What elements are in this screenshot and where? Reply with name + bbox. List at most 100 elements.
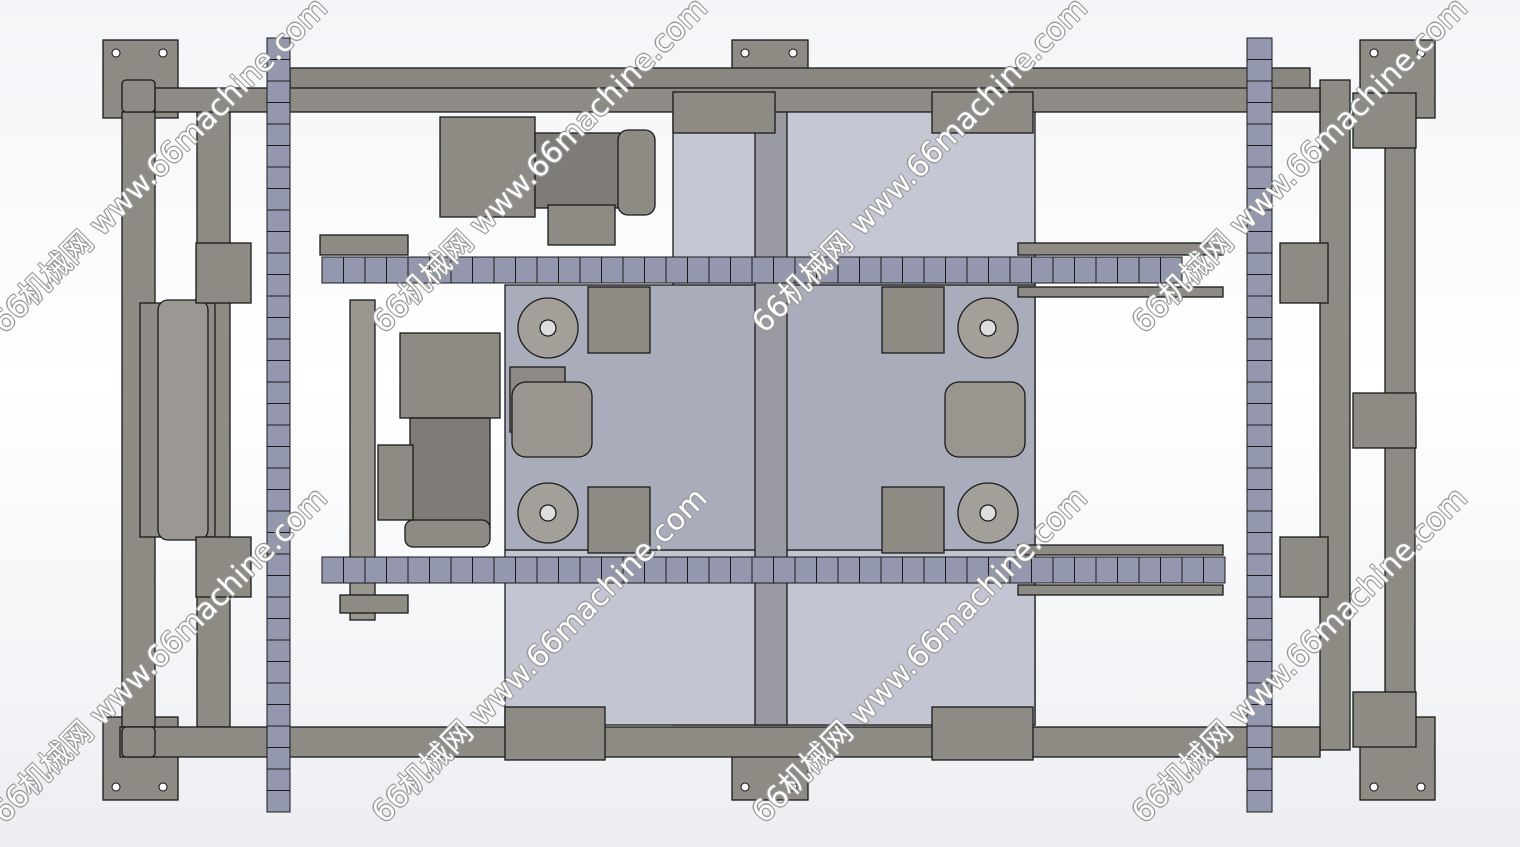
chain-link [1246,59,1273,82]
bolt-hole [740,48,750,58]
chain-link [558,556,581,584]
chain-link [837,556,860,584]
chain-link [859,256,882,284]
bracket [1279,536,1329,598]
chain-link [1074,256,1097,284]
chain-link [266,360,291,383]
chain-link [1052,556,1075,584]
chain-link [515,256,538,284]
chain-link [1246,145,1273,168]
chain-link [1117,556,1140,584]
chain-link [266,381,291,404]
wheel-hub [979,319,997,337]
chain-link [266,575,291,598]
motor-top-cap [617,129,656,216]
frame-corner-bl [121,726,156,758]
pad [504,706,606,761]
chain-link [1246,532,1273,555]
chain-link [1246,575,1273,598]
chain-link [1246,403,1273,426]
motor-top-box [547,204,616,246]
chain-link [266,295,291,318]
tension-arm [1017,286,1224,298]
chain-link [266,338,291,361]
bolt-hole [1369,48,1379,58]
motor-lower [409,417,491,529]
bolt-hole [1416,782,1426,792]
bracket [1352,92,1417,149]
chain-link [708,256,731,284]
chain-link [687,256,710,284]
chain-link [266,639,291,662]
frame-corner-tl [121,79,156,113]
chain-link [266,166,291,189]
chain-link [343,556,366,584]
chain-link [1181,556,1204,584]
bottom-beam [119,726,1321,758]
bolt-hole [1369,782,1379,792]
chain-link [266,467,291,490]
chain-link [1160,556,1183,584]
chain-link [1117,256,1140,284]
top-shaft [289,67,1311,91]
chain-link [1246,252,1273,275]
chain-link [880,556,903,584]
chain-link [730,256,753,284]
chain-link [1246,381,1273,404]
chain-link [266,145,291,168]
pad [672,91,776,134]
roller-body [157,299,209,541]
chain-link [266,446,291,469]
chain-link [579,256,602,284]
chain-link [945,256,968,284]
chain-link [1095,556,1118,584]
chain-link [1009,256,1032,284]
sprocket-housing [319,234,409,256]
chain-link [515,556,538,584]
chain-link [1031,256,1054,284]
chain-link [730,556,753,584]
chain-link [902,556,925,584]
chain-link [266,102,291,125]
chain-link [1138,256,1161,284]
tension-arm [1017,584,1224,596]
chain-link [1246,790,1273,813]
chain-link [266,188,291,211]
chain-link [266,209,291,232]
chain-link [1246,618,1273,641]
chain-link [1203,556,1226,584]
gearbox-top [439,116,536,218]
bolt-hole [788,782,798,792]
chain-link [536,256,559,284]
chain-link [407,556,430,584]
chain-link [1246,338,1273,361]
chain-link [773,556,796,584]
chain-link [708,556,731,584]
chain-link [945,556,968,584]
chain-link [1246,639,1273,662]
chain-link [1138,556,1161,584]
tension-arm [1017,242,1224,256]
chain-link [266,618,291,641]
chain-link [266,403,291,426]
chain-link [266,725,291,748]
chain-link [321,556,344,584]
chain-link [966,256,989,284]
cam-housing [511,381,593,458]
center-beam [754,91,788,726]
chain-link [1246,446,1273,469]
chain-link [1246,467,1273,490]
chain-link [923,556,946,584]
chain-link [558,256,581,284]
bracket [1352,691,1417,748]
chain-link [1246,37,1273,60]
tension-arm [1017,544,1224,556]
chain-link [266,424,291,447]
chain-link [1246,489,1273,512]
bolt-hole [158,48,168,58]
chain-link [644,256,667,284]
chain-link [1246,747,1273,770]
wheel-hub [979,504,997,522]
chain-link [1246,123,1273,146]
chain-link [1246,80,1273,103]
